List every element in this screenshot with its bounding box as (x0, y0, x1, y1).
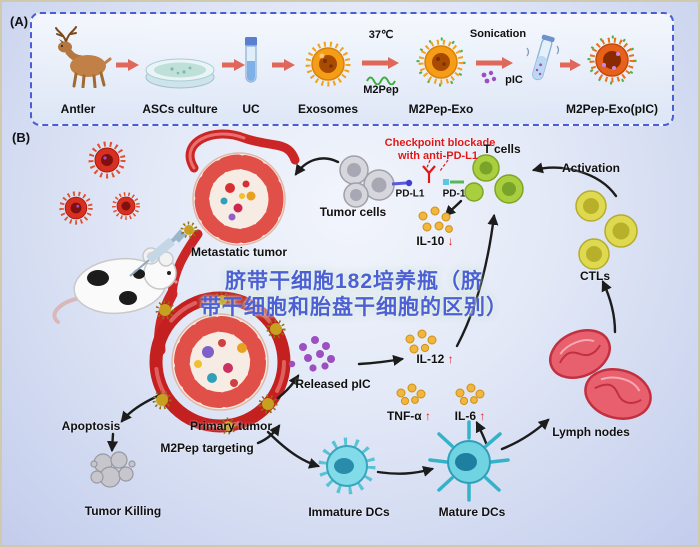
mouse-icon (52, 247, 178, 324)
panel-a-label: (A) (10, 14, 29, 29)
tumor-cells-label: Tumor cells (319, 205, 387, 219)
red-up-arrow: ↑ (425, 409, 432, 423)
metastatic-tumor-icon (192, 152, 286, 246)
m2pep-exo-icon (413, 34, 469, 95)
red-down-arrow: ↓ (447, 234, 454, 248)
temperature-label: 37℃ (368, 29, 394, 41)
tnf-label: TNF-α ↑ (386, 409, 432, 423)
apoptotic-cell-icon (90, 451, 136, 488)
apoptosis-label: Apoptosis (61, 419, 121, 433)
red-up-arrow: ↑ (479, 409, 486, 423)
watermark-text: 脐带干细胞182培养瓶（脐 带干细胞和胎盘干细胞的区别） (200, 269, 508, 321)
flow-arrow-icon (116, 58, 140, 77)
il6-label: IL-6 ↑ (454, 409, 486, 423)
il10-label: IL-10 ↓ (416, 234, 454, 248)
cytokine-dots-icon (396, 206, 485, 406)
il12-label: IL-12 ↑ (416, 352, 454, 366)
exosome-icon (300, 36, 356, 97)
sonication-label: Sonication (469, 28, 527, 40)
released-pic-dots-icon (288, 336, 335, 372)
pd-1-label: PD-1 (442, 188, 466, 200)
m2pep-targeting-label: M2Pep targeting (160, 441, 254, 455)
step-label-ascs: ASCs culture (142, 102, 218, 116)
primary-tumor-icon (171, 313, 269, 411)
flow-arrow-icon (272, 58, 296, 77)
t-cells-label: T cells (483, 142, 521, 156)
step-label-m2pep-exo-pic: M2Pep-Exo(pIC) (565, 102, 659, 116)
lymph-nodes-label: Lymph nodes (552, 425, 630, 439)
immature-dc-icon (318, 437, 376, 495)
t-cell-icon (464, 154, 524, 204)
mature-dc-icon (428, 420, 510, 502)
injected-particle-icon (59, 141, 140, 225)
black-arrow-icon (107, 157, 618, 477)
m2pep-peptide-icon (366, 72, 396, 90)
watermark-line-2: 带干细胞和胎盘干细胞的区别） (200, 296, 508, 319)
antler-icon (38, 26, 114, 93)
activation-label: Activation (561, 161, 621, 175)
checkpoint-blockade-label: Checkpoint blockade (384, 137, 496, 149)
red-up-arrow: ↑ (447, 352, 454, 366)
step-label-exosomes: Exosomes (297, 102, 359, 116)
metastatic-tumor-label: Metastatic tumor (190, 245, 288, 259)
step-label-antler: Antler (60, 102, 96, 116)
ctls-label: CTLs (580, 269, 610, 283)
flow-arrow-icon (222, 58, 246, 77)
uc-tube-icon (238, 34, 264, 97)
flow-arrow-icon (476, 56, 514, 75)
released-pic-label: Released pIC (295, 377, 371, 391)
flow-arrow-icon (362, 56, 400, 75)
checkpoint-blockade-label-2: with anti-PD-L1 (397, 150, 479, 162)
petri-dish-icon (140, 46, 220, 97)
immature-dcs-label: Immature DCs (308, 505, 390, 519)
sonication-tube-icon (524, 32, 560, 97)
watermark-line-1: 脐带干细胞182培养瓶（脐 (224, 270, 484, 293)
panel-a: Antler ASCs culture UC (30, 12, 674, 126)
pd-l1-pd-1-icon (391, 159, 464, 187)
pic-dots-icon (480, 70, 498, 91)
pic-label: pIC (505, 74, 523, 86)
tumor-cell-icon (339, 155, 395, 208)
tumor-killing-label: Tumor Killing (84, 504, 162, 518)
mature-dcs-label: Mature DCs (438, 505, 506, 519)
lymph-node-icon (549, 329, 652, 420)
panel-b-label: (B) (12, 130, 31, 145)
m2pep-exo-pic-icon (584, 32, 640, 93)
step-label-m2pep-exo: M2Pep-Exo (408, 102, 474, 116)
pd-l1-label: PD-L1 (395, 188, 425, 200)
m2pep-label: M2Pep (363, 84, 399, 96)
primary-tumor-label: Primary tumor (189, 419, 273, 433)
ctl-cell-icon (575, 190, 638, 270)
targeting-particle-icon (152, 221, 286, 435)
flow-arrow-icon (560, 58, 582, 77)
step-label-uc: UC (242, 102, 260, 116)
